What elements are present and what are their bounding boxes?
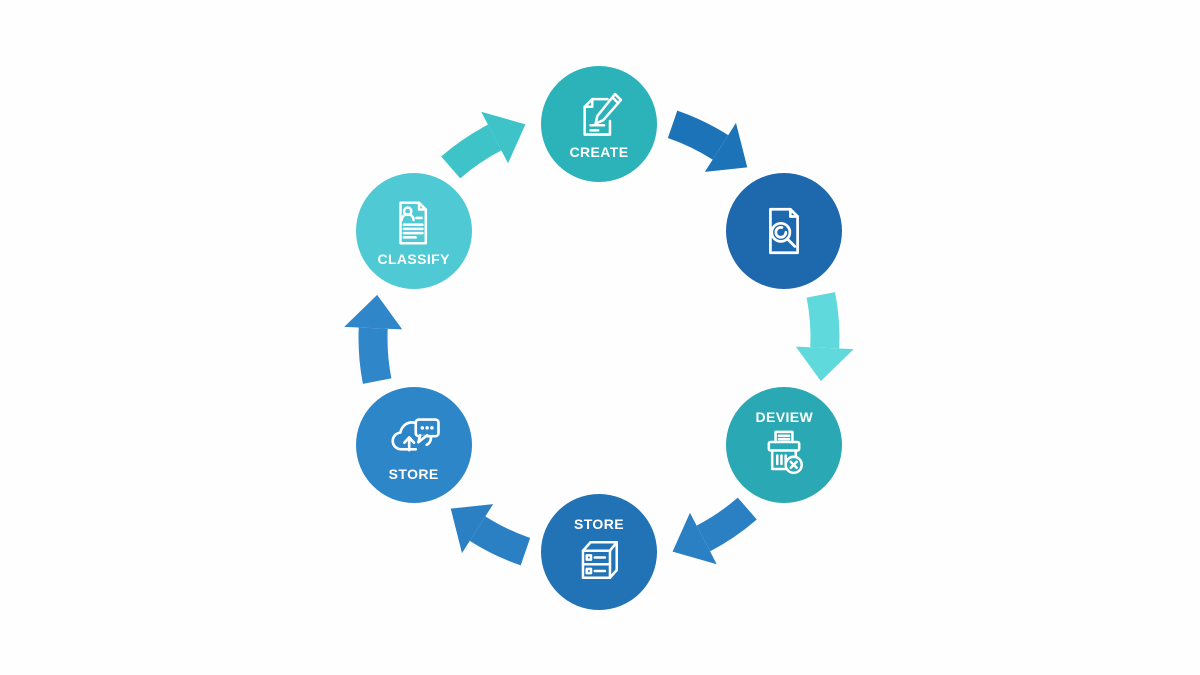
arrowhead-classify-to-create xyxy=(481,111,526,164)
arrowhead-deview-to-store-archive xyxy=(672,512,717,565)
arrow-store-cloud-to-classify xyxy=(358,327,392,384)
node-classify: CLASSIFY xyxy=(355,173,472,289)
arrowhead-store-archive-to-store-cloud xyxy=(450,504,494,554)
node-label-store-cloud: STORE xyxy=(388,466,439,482)
node-deview: DEVIEW xyxy=(726,387,843,503)
document-profile-icon xyxy=(398,201,427,245)
node-store-archive: STORE xyxy=(541,494,657,610)
arrow-create-to-review xyxy=(667,110,729,160)
document-pencil-icon xyxy=(583,92,623,136)
node-label-classify: CLASSIFY xyxy=(377,251,450,267)
arrow-deview-to-store-archive xyxy=(696,497,757,552)
node-store-cloud: STORE xyxy=(355,387,472,503)
node-label-store-archive: STORE xyxy=(574,516,624,532)
arrow-classify-to-create xyxy=(441,124,502,179)
drawer-cabinet-icon xyxy=(581,541,618,579)
node-create: CREATE xyxy=(541,66,657,182)
document-magnifier-icon xyxy=(769,207,800,255)
node-label-create: CREATE xyxy=(569,144,629,160)
arrow-review-to-deview xyxy=(806,292,840,349)
arrowhead-create-to-review xyxy=(704,122,748,172)
cloud-upload-chat-icon xyxy=(391,418,440,452)
arrowhead-review-to-deview xyxy=(795,346,854,382)
node-label-deview: DEVIEW xyxy=(755,409,814,425)
node-review xyxy=(726,173,843,289)
arrow-store-archive-to-store-cloud xyxy=(469,516,531,566)
arrowhead-store-cloud-to-classify xyxy=(344,294,403,330)
shredder-delete-icon xyxy=(767,430,804,475)
